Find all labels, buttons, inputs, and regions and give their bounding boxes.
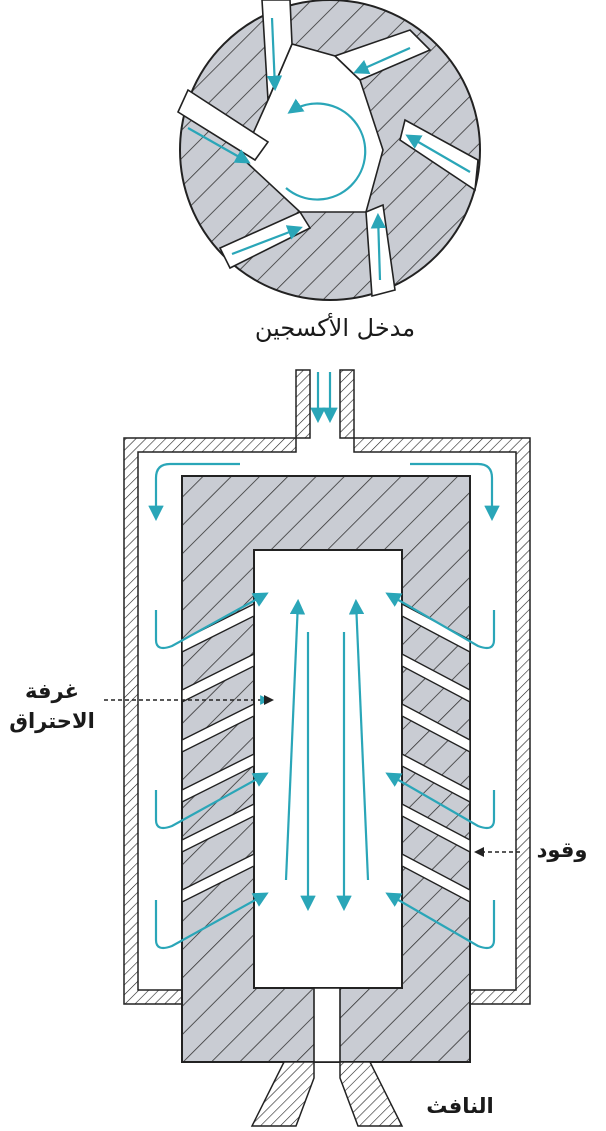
chamber-pointer-head bbox=[264, 695, 274, 705]
exhaust-nozzle bbox=[250, 1061, 404, 1127]
exhaust-label: النافث bbox=[426, 1094, 494, 1118]
fuel-pointer-head bbox=[474, 847, 484, 857]
flow-arrows bbox=[148, 462, 500, 950]
outer-casing bbox=[123, 437, 531, 1005]
combustion-chamber-label-line1: غرفة bbox=[25, 679, 79, 703]
callout-lines bbox=[104, 695, 520, 853]
combustion-chamber-label-line2: الاحتراق bbox=[9, 709, 95, 733]
oxygen-inlet-label: مدخل الأكسجين bbox=[254, 314, 416, 342]
swirl-injector-disc bbox=[176, 0, 481, 301]
fuel-label: وقود bbox=[536, 838, 588, 862]
chamber-flow bbox=[284, 598, 370, 912]
oxygen-inlet-pipe bbox=[295, 369, 355, 439]
injection-slots bbox=[181, 602, 471, 904]
combustion-chamber-label: غرفة الاحتراق bbox=[2, 676, 102, 736]
